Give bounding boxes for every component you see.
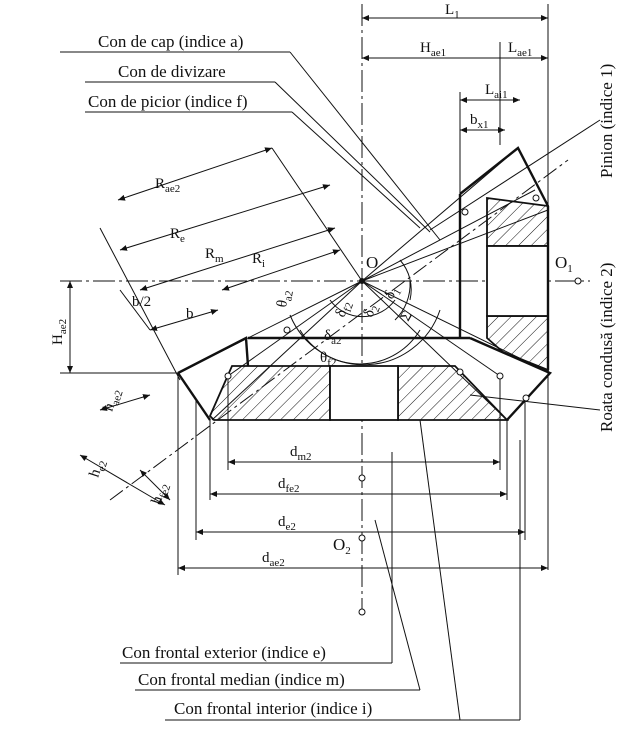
top-labels: Con de cap (indice a) Con de divizare Co…	[88, 32, 248, 111]
label-inner-front-cone: Con frontal interior (indice i)	[174, 699, 372, 718]
dim-he2: he2	[87, 457, 111, 480]
point-O2	[358, 534, 366, 542]
cone-lines	[109, 147, 569, 501]
label-driven-wheel: Roata condusă (indice 2)	[597, 263, 616, 432]
bottom-labels: Con frontal exterior (indice e) Con fron…	[122, 643, 372, 718]
top-leaders	[60, 51, 441, 241]
label-root-cone: Con de picior (indice f)	[88, 92, 248, 111]
dim-Rm: Rm	[205, 246, 224, 265]
cap-cone-line-2r	[361, 280, 551, 374]
cap-cone-line-2	[177, 280, 363, 374]
bottom-leaders	[120, 419, 521, 721]
dim-Lae1: Lae1	[508, 40, 532, 59]
points	[224, 194, 582, 616]
point-O	[359, 278, 365, 284]
label-outer-front-cone: Con frontal exterior (indice e)	[122, 643, 326, 662]
label-pitch-cone: Con de divizare	[118, 62, 226, 81]
dimension-labels: L1 Hae1 Lae1 Lai1 bx1 Rae2 Re Rm Ri b/2 …	[50, 2, 532, 569]
dim-L1: L1	[445, 2, 460, 21]
pinion-section-bottom	[486, 315, 549, 372]
dim-de2: de2	[278, 514, 296, 533]
dim-Lai1: Lai1	[485, 82, 508, 101]
pitch-cone-line-1	[361, 189, 536, 282]
angle-delta-2: δ2	[361, 302, 383, 320]
label-O2: O2	[333, 535, 351, 557]
angle-delta-f2: δf2	[333, 299, 356, 321]
point-O1	[574, 277, 582, 285]
dim-b: b	[186, 306, 194, 322]
angle-theta-f2: θf2	[320, 350, 336, 369]
root-cone-line-2	[211, 280, 363, 421]
angle-sigma: Σ	[398, 308, 416, 324]
pinion-body	[458, 146, 550, 372]
dim-Ri: Ri	[252, 251, 265, 270]
dim-dfe2: dfe2	[278, 476, 300, 495]
left-dimensions	[60, 281, 178, 506]
wheel-section-right	[397, 365, 510, 421]
top-dimensions	[362, 4, 549, 570]
dim-dae2: dae2	[262, 550, 285, 569]
dim-Hae2: Hae2	[50, 319, 69, 345]
root-cone-line-1	[361, 209, 549, 282]
label-median-front-cone: Con frontal median (indice m)	[138, 670, 345, 689]
angle-delta-a2: δa2	[324, 328, 341, 347]
angle-arcs	[289, 259, 441, 366]
cap-cone-line-1	[361, 147, 519, 282]
dim-bx1: bx1	[470, 112, 489, 131]
pinion-bore	[486, 245, 549, 317]
label-O: O	[366, 253, 378, 272]
wheel-bore	[329, 365, 399, 421]
right-leaders	[429, 119, 601, 411]
dim-hfe2: hfe2	[149, 481, 174, 507]
dim-dm2: dm2	[290, 444, 312, 463]
dim-Hae1: Hae1	[420, 40, 446, 59]
label-cap-cone: Con de cap (indice a)	[98, 32, 243, 51]
outer-front-cone-line	[109, 159, 569, 501]
dim-Re: Re	[170, 226, 185, 245]
point-labels: O O1 O2	[333, 253, 573, 557]
label-O1: O1	[555, 253, 573, 275]
label-pinion: Pinion (indice 1)	[597, 64, 616, 178]
dim-b-half: b/2	[132, 294, 151, 310]
dim-hae2: hae2	[101, 387, 126, 415]
pitch-cone-line-2	[227, 280, 363, 377]
diameter-dimensions	[177, 373, 548, 575]
angle-theta-a2: θa2	[274, 289, 296, 310]
radius-dimensions	[99, 147, 363, 381]
wheel-back-cone-left	[177, 372, 211, 421]
dim-Rae2: Rae2	[155, 176, 180, 195]
